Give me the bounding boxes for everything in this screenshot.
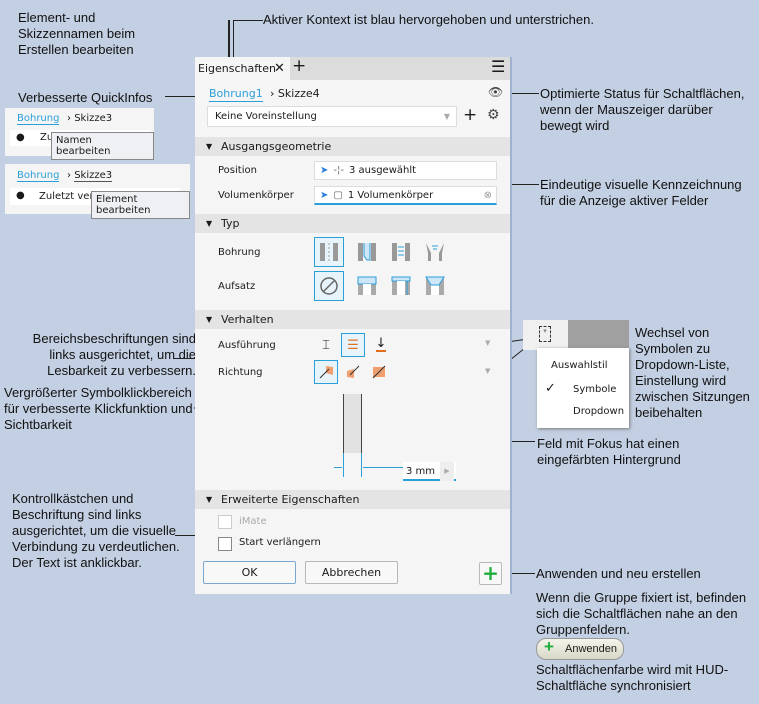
breadcrumb-next: › Skizze3 bbox=[67, 113, 113, 124]
cursor-icon: ➤ bbox=[320, 190, 329, 201]
check-icon: ✓ bbox=[545, 381, 556, 396]
section-geometry[interactable]: ▼Ausgangsgeometrie bbox=[195, 137, 510, 156]
hole-label: Bohrung bbox=[218, 247, 261, 258]
section-type[interactable]: ▼Typ bbox=[195, 214, 510, 233]
selection-style-menu: ▾ Auswahlstil ✓ Symbole Dropdown bbox=[523, 320, 629, 430]
arrow-right-icon: ▶ bbox=[440, 462, 454, 481]
seat-label: Aufsatz bbox=[218, 281, 256, 292]
cursor-icon: ➤ bbox=[320, 165, 329, 176]
counterbore-icon[interactable] bbox=[352, 271, 382, 301]
menu-title: Auswahlstil bbox=[551, 360, 608, 371]
termination-dropdown-icon[interactable]: ▼ bbox=[485, 339, 491, 347]
clear-icon[interactable]: ⊗ bbox=[483, 190, 492, 201]
apply-create-button[interactable]: + bbox=[479, 562, 502, 585]
note-button-states: Optimierte Status für Schaltflächen, wen… bbox=[540, 86, 745, 133]
simple-hole-icon[interactable] bbox=[314, 237, 344, 267]
breadcrumb-active[interactable]: Bohrung1 bbox=[209, 87, 263, 102]
dropdown-toggle-icon[interactable]: ▾ bbox=[539, 326, 551, 342]
add-preset-icon[interactable]: + bbox=[463, 105, 478, 125]
body-label: Volumenkörper bbox=[218, 190, 294, 201]
imate-label[interactable]: iMate bbox=[239, 516, 267, 527]
distance-icon[interactable]: ⌶ bbox=[322, 337, 330, 353]
note-apply: Anwenden und neu erstellen bbox=[536, 566, 701, 581]
note-dropdown-switch: Wechsel von Symbolen zu Dropdown-Liste, … bbox=[635, 325, 750, 420]
note-active-context: Aktiver Kontext ist blau hervorgehoben u… bbox=[263, 12, 594, 27]
breadcrumb-active: Bohrung bbox=[17, 170, 60, 182]
body-field[interactable]: ➤▢1 Volumenkörper⊗ bbox=[314, 186, 497, 205]
note-focus: Feld mit Fokus hat einen eingefärbten Hi… bbox=[537, 436, 681, 467]
taper-hole-icon[interactable] bbox=[420, 237, 450, 267]
note-labels: Bereichsbeschriftungen sind links ausger… bbox=[32, 331, 196, 378]
note-checkbox: Kontrollkästchen und Beschriftung sind l… bbox=[12, 491, 180, 570]
direction-label: Richtung bbox=[218, 367, 263, 378]
tooltip: Element bearbeiten bbox=[91, 191, 190, 219]
direction-symmetric-icon[interactable] bbox=[367, 360, 391, 384]
cancel-button[interactable]: Abbrechen bbox=[305, 561, 398, 584]
note-color-sync: Schaltflächenfarbe wird mit HUD-Schaltfl… bbox=[536, 662, 729, 693]
section-advanced[interactable]: ▼Erweiterte Eigenschaften bbox=[195, 490, 510, 509]
countersink-icon[interactable] bbox=[420, 271, 450, 301]
tab-properties[interactable]: Eigenschaften✕ bbox=[195, 57, 290, 80]
note-click-area: Vergrößerter Symbolklickbereich für verb… bbox=[4, 385, 193, 432]
note-quickinfos: Verbesserte QuickInfos bbox=[18, 90, 153, 105]
plus-icon: + bbox=[482, 561, 499, 585]
ok-button[interactable]: OK bbox=[203, 561, 296, 584]
hud-apply-button[interactable]: + Anwenden bbox=[536, 637, 624, 660]
point-icon: -¦- bbox=[333, 165, 344, 176]
hud-apply-label: Anwenden bbox=[565, 643, 617, 655]
menu-item-dropdown[interactable]: Dropdown bbox=[573, 406, 625, 417]
direction-dropdown-icon[interactable]: ▼ bbox=[485, 367, 491, 375]
section-behavior[interactable]: ▼Verhalten bbox=[195, 310, 510, 329]
breadcrumb-next: › Skizze3 bbox=[67, 170, 113, 182]
tooltip: Namen bearbeiten bbox=[51, 132, 154, 160]
tapped-hole-icon[interactable] bbox=[386, 237, 416, 267]
hole-preview bbox=[343, 394, 362, 453]
termination-label: Ausführung bbox=[218, 340, 276, 351]
menu-icon[interactable]: ☰ bbox=[491, 57, 506, 76]
extend-start-label[interactable]: Start verlängern bbox=[239, 537, 321, 548]
tooltip-example-2: Bohrung › Skizze3 ●Zuletzt verwer Elemen… bbox=[5, 164, 190, 219]
cube-icon: ▢ bbox=[333, 190, 343, 201]
breadcrumb-next[interactable]: › Skizze4 bbox=[270, 87, 320, 100]
position-label: Position bbox=[218, 165, 257, 176]
imate-checkbox[interactable] bbox=[218, 515, 232, 529]
gear-icon[interactable]: ⚙ bbox=[487, 107, 500, 123]
add-tab-icon[interactable]: + bbox=[292, 56, 307, 76]
tooltip-example-1: Bohrung › Skizze3 ●Zulet Namen bearbeite… bbox=[5, 108, 154, 160]
direction-default-icon[interactable] bbox=[314, 360, 338, 384]
spotface-icon[interactable] bbox=[386, 271, 416, 301]
diameter-input[interactable]: 3 mm▶ bbox=[403, 462, 456, 481]
direction-flip-icon[interactable] bbox=[341, 360, 365, 384]
preset-dropdown[interactable]: Keine Voreinstellung▼ bbox=[207, 106, 457, 127]
plus-icon: + bbox=[544, 637, 554, 656]
through-all-icon[interactable]: ☰ bbox=[341, 333, 365, 357]
eye-icon[interactable]: 👁 bbox=[488, 85, 504, 99]
no-seat-icon[interactable] bbox=[314, 271, 344, 301]
properties-panel: Eigenschaften✕ + ☰ Bohrung1 › Skizze4 👁 … bbox=[195, 56, 512, 594]
menu-item-symbols[interactable]: Symbole bbox=[573, 384, 617, 395]
clearance-hole-icon[interactable] bbox=[352, 237, 382, 267]
tab-bar: Eigenschaften✕ + ☰ bbox=[195, 56, 510, 80]
chevron-down-icon: ▼ bbox=[443, 112, 450, 121]
close-icon[interactable]: ✕ bbox=[274, 61, 285, 76]
note-active-fields: Eindeutige visuelle Kennzeichnung für di… bbox=[540, 177, 742, 208]
note-edit-names: Element- und Skizzennamen beim Erstellen… bbox=[18, 10, 136, 57]
to-icon[interactable]: ↓ bbox=[375, 336, 387, 352]
extend-start-checkbox[interactable] bbox=[218, 537, 232, 551]
breadcrumb-active: Bohrung bbox=[17, 113, 60, 125]
note-fixed-group: Wenn die Gruppe fixiert ist, befinden si… bbox=[536, 590, 747, 637]
position-field[interactable]: ➤-¦-3 ausgewählt bbox=[314, 161, 497, 180]
